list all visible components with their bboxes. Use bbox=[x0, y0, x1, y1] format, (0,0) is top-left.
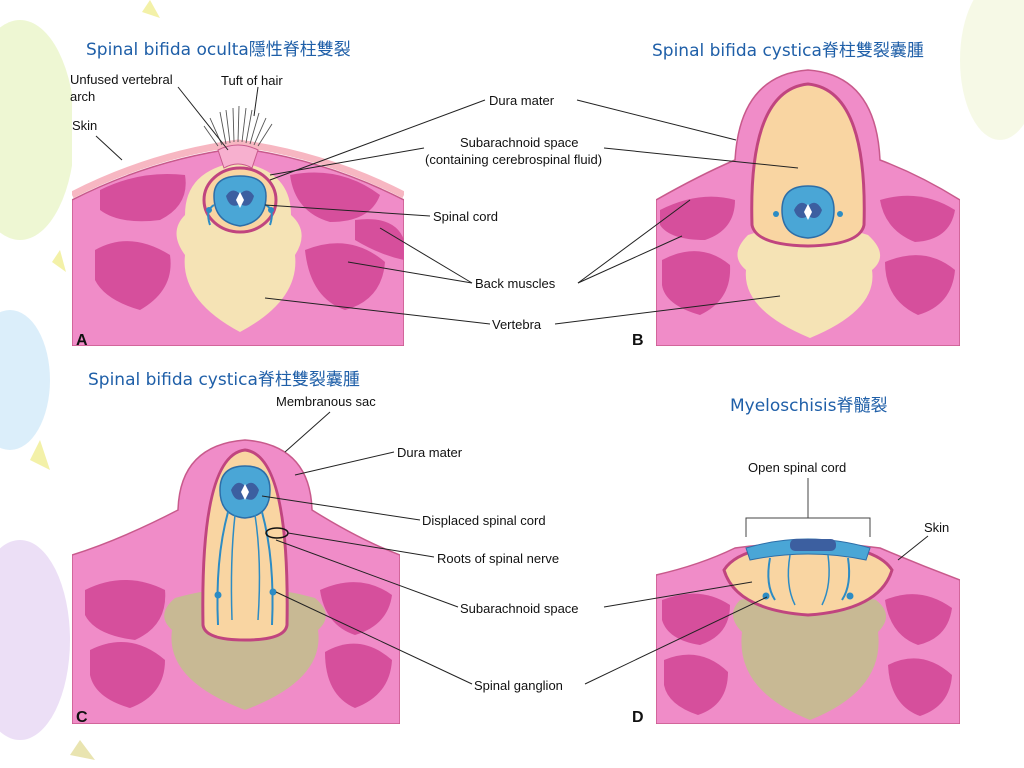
label-roots-of-spinal-nerve: Roots of spinal nerve bbox=[437, 551, 560, 566]
panel-c-illustration bbox=[72, 400, 400, 724]
muscle-right-1 bbox=[880, 195, 955, 242]
vertebra-d bbox=[732, 591, 887, 720]
label-tuft-of-hair: Tuft of hair bbox=[221, 73, 283, 88]
label-dura-mater-c: Dura mater bbox=[397, 445, 463, 460]
muscle-left-2 bbox=[662, 251, 731, 315]
unfused-arch bbox=[217, 144, 259, 169]
muscle-left-1 bbox=[100, 174, 186, 222]
label-vertebra: Vertebra bbox=[492, 317, 542, 332]
dura-sac bbox=[750, 82, 866, 248]
muscle-right-1 bbox=[290, 172, 380, 222]
muscle-left-1 bbox=[85, 580, 166, 640]
label-dura-mater-top: Dura mater bbox=[489, 93, 555, 108]
label-spinal-ganglion: Spinal ganglion bbox=[474, 678, 563, 693]
title-myeloschisis: Myeloschisis脊髓裂 bbox=[730, 396, 888, 416]
panel-a-illustration bbox=[72, 40, 404, 346]
muscle-left-1 bbox=[660, 196, 735, 240]
muscle-left-1 bbox=[662, 593, 730, 645]
title-spina-bifida-cystica-c: Spinal bifida cystica脊柱雙裂囊腫 bbox=[88, 370, 360, 390]
panel-letter-c: C bbox=[76, 709, 88, 726]
leader-lines bbox=[95, 86, 929, 685]
panel-letter-d: D bbox=[632, 709, 644, 726]
panel-d-illustration bbox=[656, 400, 960, 724]
muscle-right-2 bbox=[305, 243, 385, 310]
muscle-left-2 bbox=[90, 642, 165, 708]
tuft-of-hair bbox=[203, 105, 273, 147]
panel-letter-b: B bbox=[632, 332, 644, 349]
label-skin-a: Skin bbox=[72, 118, 98, 133]
panel-letter-a: A bbox=[76, 332, 88, 349]
vertebra-b bbox=[737, 225, 881, 338]
label-subarachnoid-space: Subarachnoid space bbox=[460, 601, 579, 616]
label-membranous-sac: Membranous sac bbox=[276, 394, 376, 409]
muscle-left-2 bbox=[664, 654, 728, 715]
label-back-muscles: Back muscles bbox=[475, 276, 556, 291]
nerve-root-right bbox=[261, 511, 274, 626]
muscle-right-2 bbox=[325, 643, 392, 708]
title-spina-bifida-occulta: Spinal bifida oculta隱性脊柱雙裂 bbox=[86, 40, 351, 60]
nerve-root-left bbox=[216, 511, 229, 626]
skin-surface bbox=[72, 139, 404, 199]
muscle-right-3 bbox=[355, 219, 404, 260]
label-subarachnoid-line1: Subarachnoid space bbox=[460, 135, 579, 150]
label-displaced-spinal-cord: Displaced spinal cord bbox=[422, 513, 546, 528]
label-open-spinal-cord: Open spinal cord bbox=[748, 460, 847, 475]
label-unfused-arch-line1: Unfused vertebral bbox=[70, 72, 173, 87]
muscle-right-1 bbox=[885, 594, 952, 645]
label-spinal-cord: Spinal cord bbox=[433, 209, 499, 224]
muscle-left-2 bbox=[95, 241, 171, 310]
muscle-right-1 bbox=[320, 582, 392, 635]
muscle-right-2 bbox=[885, 255, 955, 315]
panel-b-illustration bbox=[656, 40, 960, 346]
title-spina-bifida-cystica-b: Spinal bifida cystica脊柱雙裂囊腫 bbox=[652, 41, 924, 61]
label-unfused-arch-line2: arch bbox=[70, 89, 96, 104]
label-subarachnoid-line2: (containing cerebrospinal fluid) bbox=[425, 152, 603, 167]
label-skin-d: Skin bbox=[924, 520, 950, 535]
muscle-right-2 bbox=[888, 658, 952, 716]
